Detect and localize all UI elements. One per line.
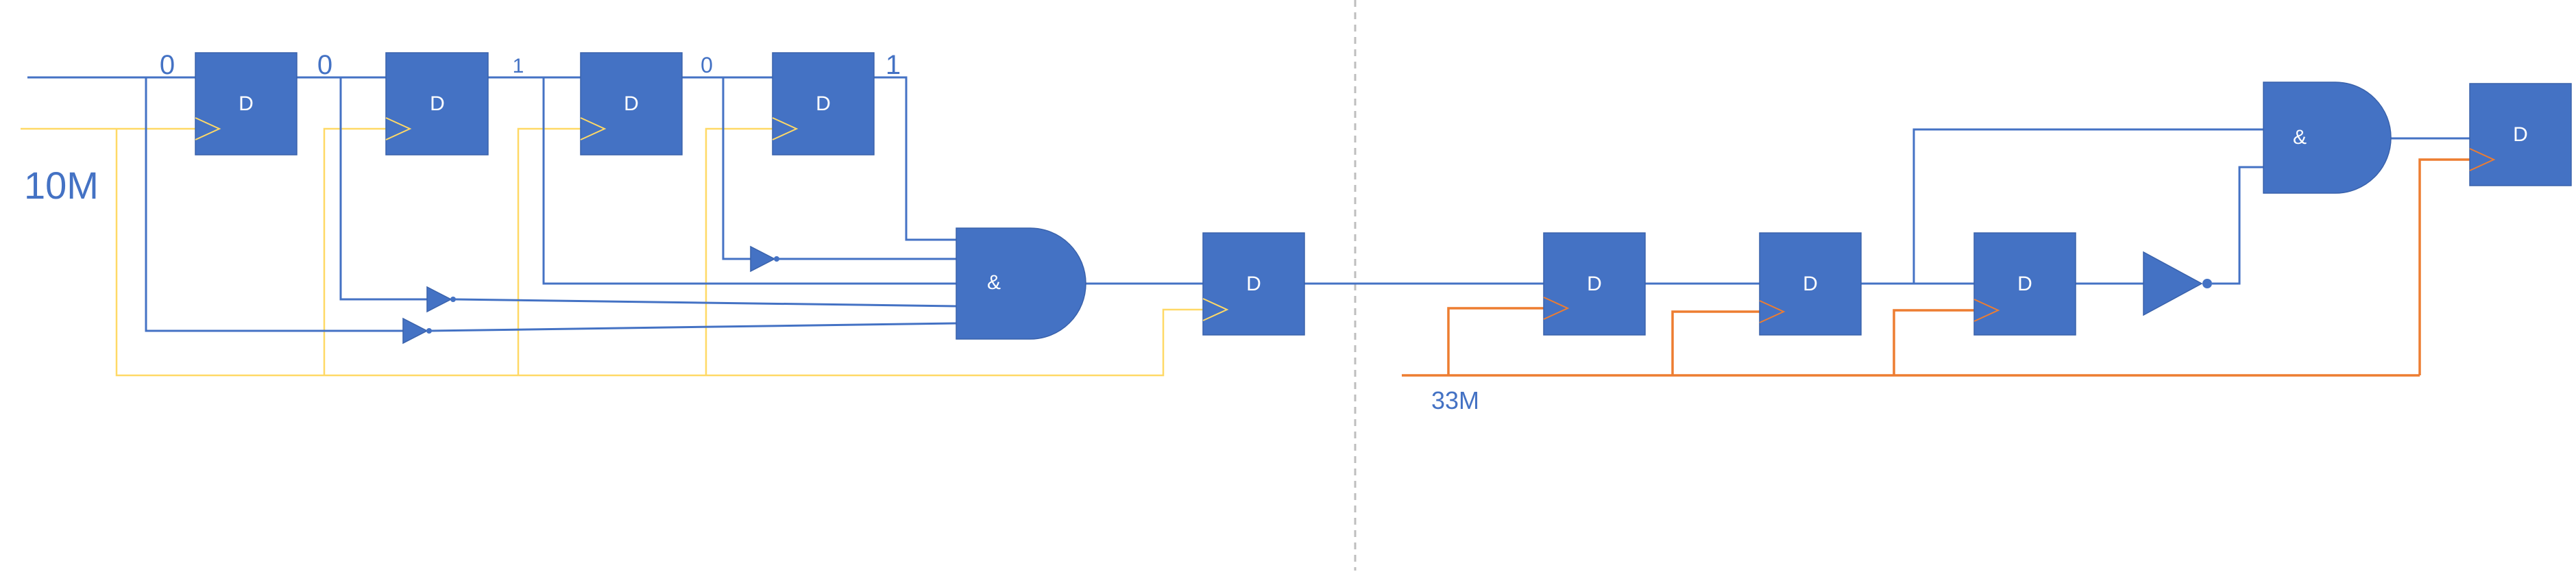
flipflop-7: D <box>1759 232 1862 336</box>
flipflop-3-label: D <box>624 92 639 115</box>
flipflop-6: D <box>1543 232 1646 336</box>
bit-label-3: 1 <box>513 55 524 77</box>
and-gate-2: & <box>2263 82 2392 194</box>
clock-label-33m: 33M <box>1431 386 1479 414</box>
data-wires-left <box>27 76 1544 332</box>
flipflop-5-label: D <box>1246 273 1261 295</box>
flipflop-6-label: D <box>1587 273 1602 295</box>
clock-10m-wires <box>21 127 1227 377</box>
bit-label-5: 1 <box>886 50 901 80</box>
and-gate-2-label: & <box>2293 126 2307 149</box>
data-wires-right <box>1645 128 2470 285</box>
inverter-3 <box>402 317 432 345</box>
flipflop-1-label: D <box>239 92 254 115</box>
inverter-1 <box>750 245 779 273</box>
flipflop-1: D <box>195 52 297 155</box>
flipflop-4-label: D <box>816 92 831 115</box>
bit-label-4: 0 <box>701 53 713 77</box>
clock-label-10m: 10M <box>24 164 99 207</box>
flipflop-8-label: D <box>2017 273 2032 295</box>
flipflop-8: D <box>1973 232 2076 336</box>
inverter-2 <box>426 286 456 313</box>
flipflop-7-label: D <box>1803 273 1818 295</box>
flipflop-4: D <box>772 52 875 155</box>
flipflop-5: D <box>1202 232 1305 336</box>
flipflop-9-label: D <box>2513 123 2528 146</box>
flipflop-3: D <box>580 52 683 155</box>
inverter-4 <box>2143 251 2212 316</box>
and-gate-1-label: & <box>987 271 1001 294</box>
flipflop-9: D <box>2469 83 2572 186</box>
clock-33m-wires <box>1402 158 2470 377</box>
and-gate-1: & <box>956 227 1086 340</box>
flipflop-2: D <box>385 52 489 155</box>
bit-label-1: 0 <box>160 50 175 80</box>
bit-label-2: 0 <box>317 50 332 80</box>
flipflop-2-label: D <box>430 92 445 115</box>
